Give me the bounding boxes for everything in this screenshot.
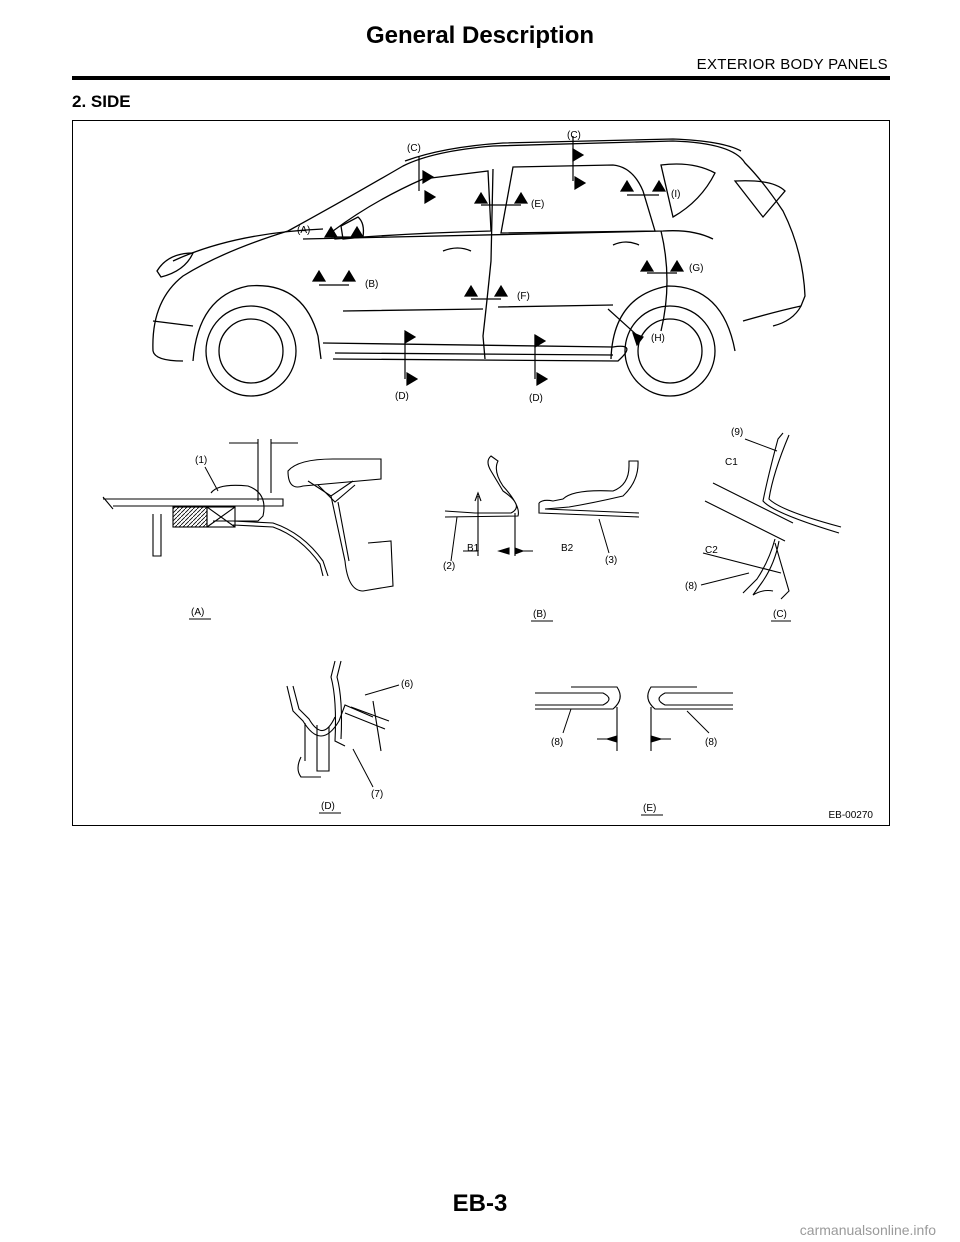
dimension-b1: B1 bbox=[467, 543, 480, 554]
dimension-b2: B2 bbox=[561, 543, 574, 554]
car-callout-labels: (A) (B) (C) (C) (E) (F) (I) (G) (H) (D) … bbox=[297, 130, 703, 404]
leader-6 bbox=[364, 684, 400, 696]
leader-8-e-right bbox=[686, 710, 710, 734]
detail-caption-b: (B) bbox=[533, 609, 546, 620]
part-label-7: (7) bbox=[371, 789, 383, 800]
callout-d-rear: (D) bbox=[529, 393, 543, 404]
leader-8-e-left bbox=[562, 708, 572, 734]
dimension-c1: C1 bbox=[725, 457, 738, 468]
detail-d-drawing bbox=[286, 660, 390, 778]
leader-9 bbox=[744, 438, 778, 452]
callout-a: (A) bbox=[297, 225, 310, 236]
callout-h: (H) bbox=[651, 333, 665, 344]
detail-caption-e: (E) bbox=[643, 803, 656, 814]
watermark-link[interactable]: carmanualsonline.info bbox=[799, 1222, 936, 1238]
leader-2 bbox=[450, 516, 458, 562]
detail-e-drawing bbox=[535, 686, 733, 751]
leader-7 bbox=[352, 748, 374, 788]
section-heading: 2. SIDE bbox=[72, 92, 131, 111]
page-title: General Description bbox=[365, 22, 595, 49]
dimension-c2: C2 bbox=[705, 545, 718, 556]
part-label-8-e-right: (8) bbox=[705, 737, 717, 748]
callout-c-front: (C) bbox=[407, 143, 421, 154]
part-label-2: (2) bbox=[443, 561, 455, 572]
detail-caption-d: (D) bbox=[321, 801, 335, 812]
side-panels-illustration: (A) (B) (C) (C) (E) (F) (I) (G) (H) (D) … bbox=[102, 130, 842, 816]
car-side-view bbox=[152, 138, 806, 397]
callout-e: (E) bbox=[531, 199, 544, 210]
figure-frame: (A) (B) (C) (C) (E) (F) (I) (G) (H) (D) … bbox=[72, 120, 890, 826]
leader-8-c bbox=[700, 572, 750, 586]
part-label-3: (3) bbox=[605, 555, 617, 566]
callout-d-front: (D) bbox=[395, 391, 409, 402]
section-subtitle: EXTERIOR BODY PANELS bbox=[696, 56, 888, 73]
callout-c-rear: (C) bbox=[567, 130, 581, 141]
callout-i: (I) bbox=[671, 189, 680, 200]
detail-b-drawing bbox=[444, 455, 640, 556]
figure-id: EB-00270 bbox=[828, 810, 873, 821]
callout-b: (B) bbox=[365, 279, 378, 290]
callout-f: (F) bbox=[517, 291, 530, 302]
page-number: EB-3 bbox=[452, 1190, 508, 1217]
detail-caption-c: (C) bbox=[773, 609, 787, 620]
callout-g: (G) bbox=[689, 263, 703, 274]
detail-c-drawing bbox=[702, 432, 842, 600]
part-label-9: (9) bbox=[731, 427, 743, 438]
part-label-1: (1) bbox=[195, 455, 207, 466]
detail-a-drawing bbox=[102, 439, 394, 592]
part-label-6: (6) bbox=[401, 679, 413, 690]
part-label-8-e-left: (8) bbox=[551, 737, 563, 748]
part-label-8-c: (8) bbox=[685, 581, 697, 592]
leader-3 bbox=[598, 518, 610, 554]
header-rule bbox=[72, 76, 890, 80]
detail-caption-a: (A) bbox=[191, 607, 204, 618]
car-section-markers bbox=[311, 136, 685, 387]
leader-1 bbox=[204, 466, 219, 492]
